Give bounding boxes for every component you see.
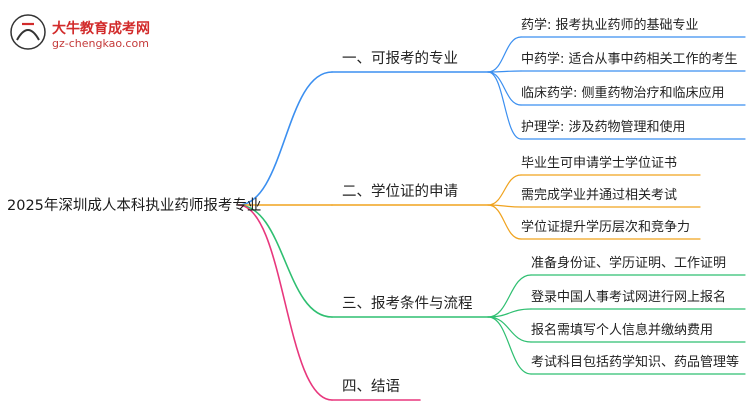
- leaf-label-1-4: 护理学: 涉及药物管理和使用: [521, 120, 686, 135]
- leaf-connector-1-1: [487, 36, 522, 73]
- leaf-connector-2-3: [487, 204, 522, 240]
- leaf-connector-3-2: [487, 308, 532, 318]
- root-topic: 2025年深圳成人本科执业药师报考专业: [7, 198, 262, 214]
- leaf-label-2-1: 毕业生可申请学士学位证书: [521, 156, 678, 171]
- leaf-label-1-3: 临床药学: 侧重药物治疗和临床应用: [521, 86, 725, 101]
- leaf-label-2-2: 需完成学业并通过相关考试: [521, 188, 678, 203]
- leaf-connector-3-1: [487, 274, 532, 318]
- branch-label-3: 三、报考条件与流程: [342, 296, 473, 312]
- leaf-connector-1-2: [487, 70, 522, 73]
- logo-title: 大牛教育成考网: [52, 21, 150, 37]
- leaf-label-3-2: 登录中国人事考试网进行网上报名: [531, 290, 727, 305]
- branch-connector-4: [237, 204, 333, 401]
- leaf-label-2-3: 学位证提升学历层次和竞争力: [521, 220, 691, 235]
- leaf-connector-3-4: [487, 316, 532, 375]
- leaf-connector-1-3: [487, 71, 522, 106]
- logo-url: gz-chengkao.com: [52, 37, 149, 50]
- logo-mark-icon: [10, 14, 46, 50]
- branch-label-1: 一、可报考的专业: [342, 51, 458, 67]
- leaf-label-3-4: 考试科目包括药学知识、药品管理等: [531, 355, 740, 370]
- leaf-connector-3-3: [487, 316, 532, 343]
- leaf-label-3-1: 准备身份证、学历证明、工作证明: [531, 256, 727, 271]
- site-logo[interactable]: 大牛教育成考网 gz-chengkao.com: [8, 10, 208, 54]
- branch-label-2: 二、学位证的申请: [342, 184, 458, 200]
- leaf-label-3-3: 报名需填写个人信息并缴纳费用: [531, 323, 714, 338]
- leaf-connector-1-4: [487, 71, 522, 140]
- leaf-connector-2-1: [487, 174, 522, 206]
- branch-connector-1: [237, 71, 333, 206]
- branch-connector-3: [237, 204, 333, 318]
- leaf-label-1-1: 药学: 报考执业药师的基础专业: [521, 18, 699, 33]
- leaf-label-1-2: 中药学: 适合从事中药相关工作的考生: [521, 52, 738, 67]
- branch-label-4: 四、结语: [342, 379, 400, 395]
